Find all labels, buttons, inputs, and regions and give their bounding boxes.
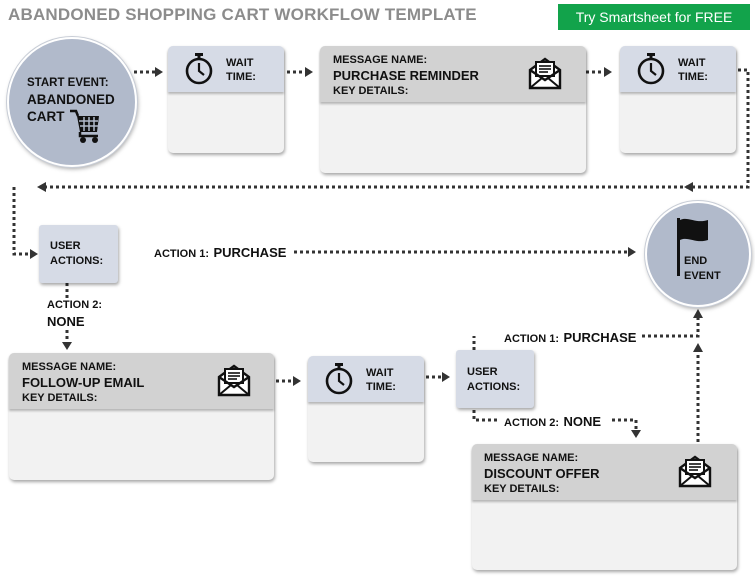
envelope-icon: [528, 57, 562, 90]
arrowhead: [631, 430, 641, 438]
message-name-value: FOLLOW-UP EMAIL: [22, 375, 145, 390]
action-value: PURCHASE: [213, 245, 287, 260]
wait-time-box-2: WAIT TIME:: [620, 46, 736, 153]
start-event-label: START EVENT:: [27, 77, 109, 89]
wait-time-label-line2: TIME:: [226, 71, 256, 83]
action-value: NONE: [563, 414, 602, 429]
end-event-circle: [645, 201, 751, 307]
wait-time-label-line1: WAIT: [226, 57, 254, 69]
arrowhead: [442, 372, 450, 382]
message-name-value: PURCHASE REMINDER: [333, 68, 479, 83]
action-prefix: ACTION 1:: [154, 248, 209, 260]
action-1-purchase-label: ACTION 1: PURCHASE: [154, 244, 286, 262]
arrowhead: [155, 67, 163, 77]
end-event-label-line2: EVENT: [684, 270, 721, 282]
envelope-icon: [217, 364, 251, 397]
arrowhead: [62, 342, 72, 350]
wait-time-box-3: WAIT TIME:: [308, 356, 424, 462]
action-prefix: ACTION 1:: [504, 333, 559, 345]
connector-wait2-wrap: [46, 68, 750, 189]
key-details-label: KEY DETAILS:: [484, 483, 560, 495]
message-name-label: MESSAGE NAME:: [333, 54, 428, 66]
action-prefix: ACTION 2:: [504, 417, 559, 429]
arrowhead: [693, 343, 703, 352]
stopwatch-icon: [637, 53, 665, 85]
end-event-label-line1: END: [684, 255, 708, 267]
action-2-label: ACTION 2:: [47, 299, 102, 311]
message-box-purchase-reminder: MESSAGE NAME: PURCHASE REMINDER KEY DETA…: [320, 46, 586, 173]
action-2-value: NONE: [47, 314, 85, 329]
arrowhead: [628, 247, 636, 257]
start-event-name-line1: ABANDONED: [27, 92, 115, 107]
arrowhead: [293, 376, 301, 386]
arrowhead: [693, 309, 703, 318]
message-name-label: MESSAGE NAME:: [22, 361, 117, 373]
connector-ua2-action1-to-end: [642, 318, 700, 338]
stopwatch-icon: [185, 53, 213, 85]
arrowhead: [684, 182, 693, 192]
stopwatch-icon: [325, 363, 353, 395]
user-actions-label-line1: USER: [50, 240, 81, 252]
arrowhead: [30, 249, 38, 259]
user-actions-box-1: USER ACTIONS:: [39, 225, 118, 283]
action-value: PURCHASE: [563, 330, 637, 345]
connector-ua2-action2: [472, 410, 500, 422]
wait-time-label-line2: TIME:: [366, 381, 396, 393]
wait-time-label-line1: WAIT: [366, 367, 394, 379]
flag-icon: [677, 218, 708, 276]
start-event-name-line2: CART: [27, 109, 65, 124]
shopping-cart-icon: [70, 109, 99, 143]
wait-time-label-line2: TIME:: [678, 71, 708, 83]
action-1-purchase-label-2: ACTION 1: PURCHASE: [504, 329, 636, 347]
message-name-label: MESSAGE NAME:: [484, 452, 579, 464]
arrowhead: [604, 67, 612, 77]
user-actions-label-line2: ACTIONS:: [50, 255, 104, 267]
start-event-circle: [7, 37, 137, 167]
try-smartsheet-button[interactable]: Try Smartsheet for FREE: [558, 4, 750, 30]
wait-time-box-1: WAIT TIME:: [168, 46, 284, 153]
user-actions-label-line1: USER: [467, 366, 498, 378]
envelope-icon: [678, 455, 712, 488]
arrowhead: [305, 67, 313, 77]
connector-ua2-action2-to-message3: [612, 418, 638, 430]
wait-time-label-line1: WAIT: [678, 57, 706, 69]
message-box-discount-offer: MESSAGE NAME: DISCOUNT OFFER KEY DETAILS…: [472, 444, 737, 570]
user-actions-label-line2: ACTIONS:: [467, 381, 521, 393]
action-2-none-label-2: ACTION 2: NONE: [504, 413, 601, 431]
message-name-value: DISCOUNT OFFER: [484, 466, 600, 481]
connector-wrap-to-user-actions1: [12, 187, 30, 256]
message-box-follow-up-email: MESSAGE NAME: FOLLOW-UP EMAIL KEY DETAIL…: [9, 353, 274, 480]
key-details-label: KEY DETAILS:: [333, 85, 409, 97]
user-actions-box-2: USER ACTIONS:: [456, 350, 534, 408]
page-title: ABANDONED SHOPPING CART WORKFLOW TEMPLAT…: [8, 5, 477, 24]
key-details-label: KEY DETAILS:: [22, 392, 98, 404]
arrowhead: [37, 182, 46, 192]
